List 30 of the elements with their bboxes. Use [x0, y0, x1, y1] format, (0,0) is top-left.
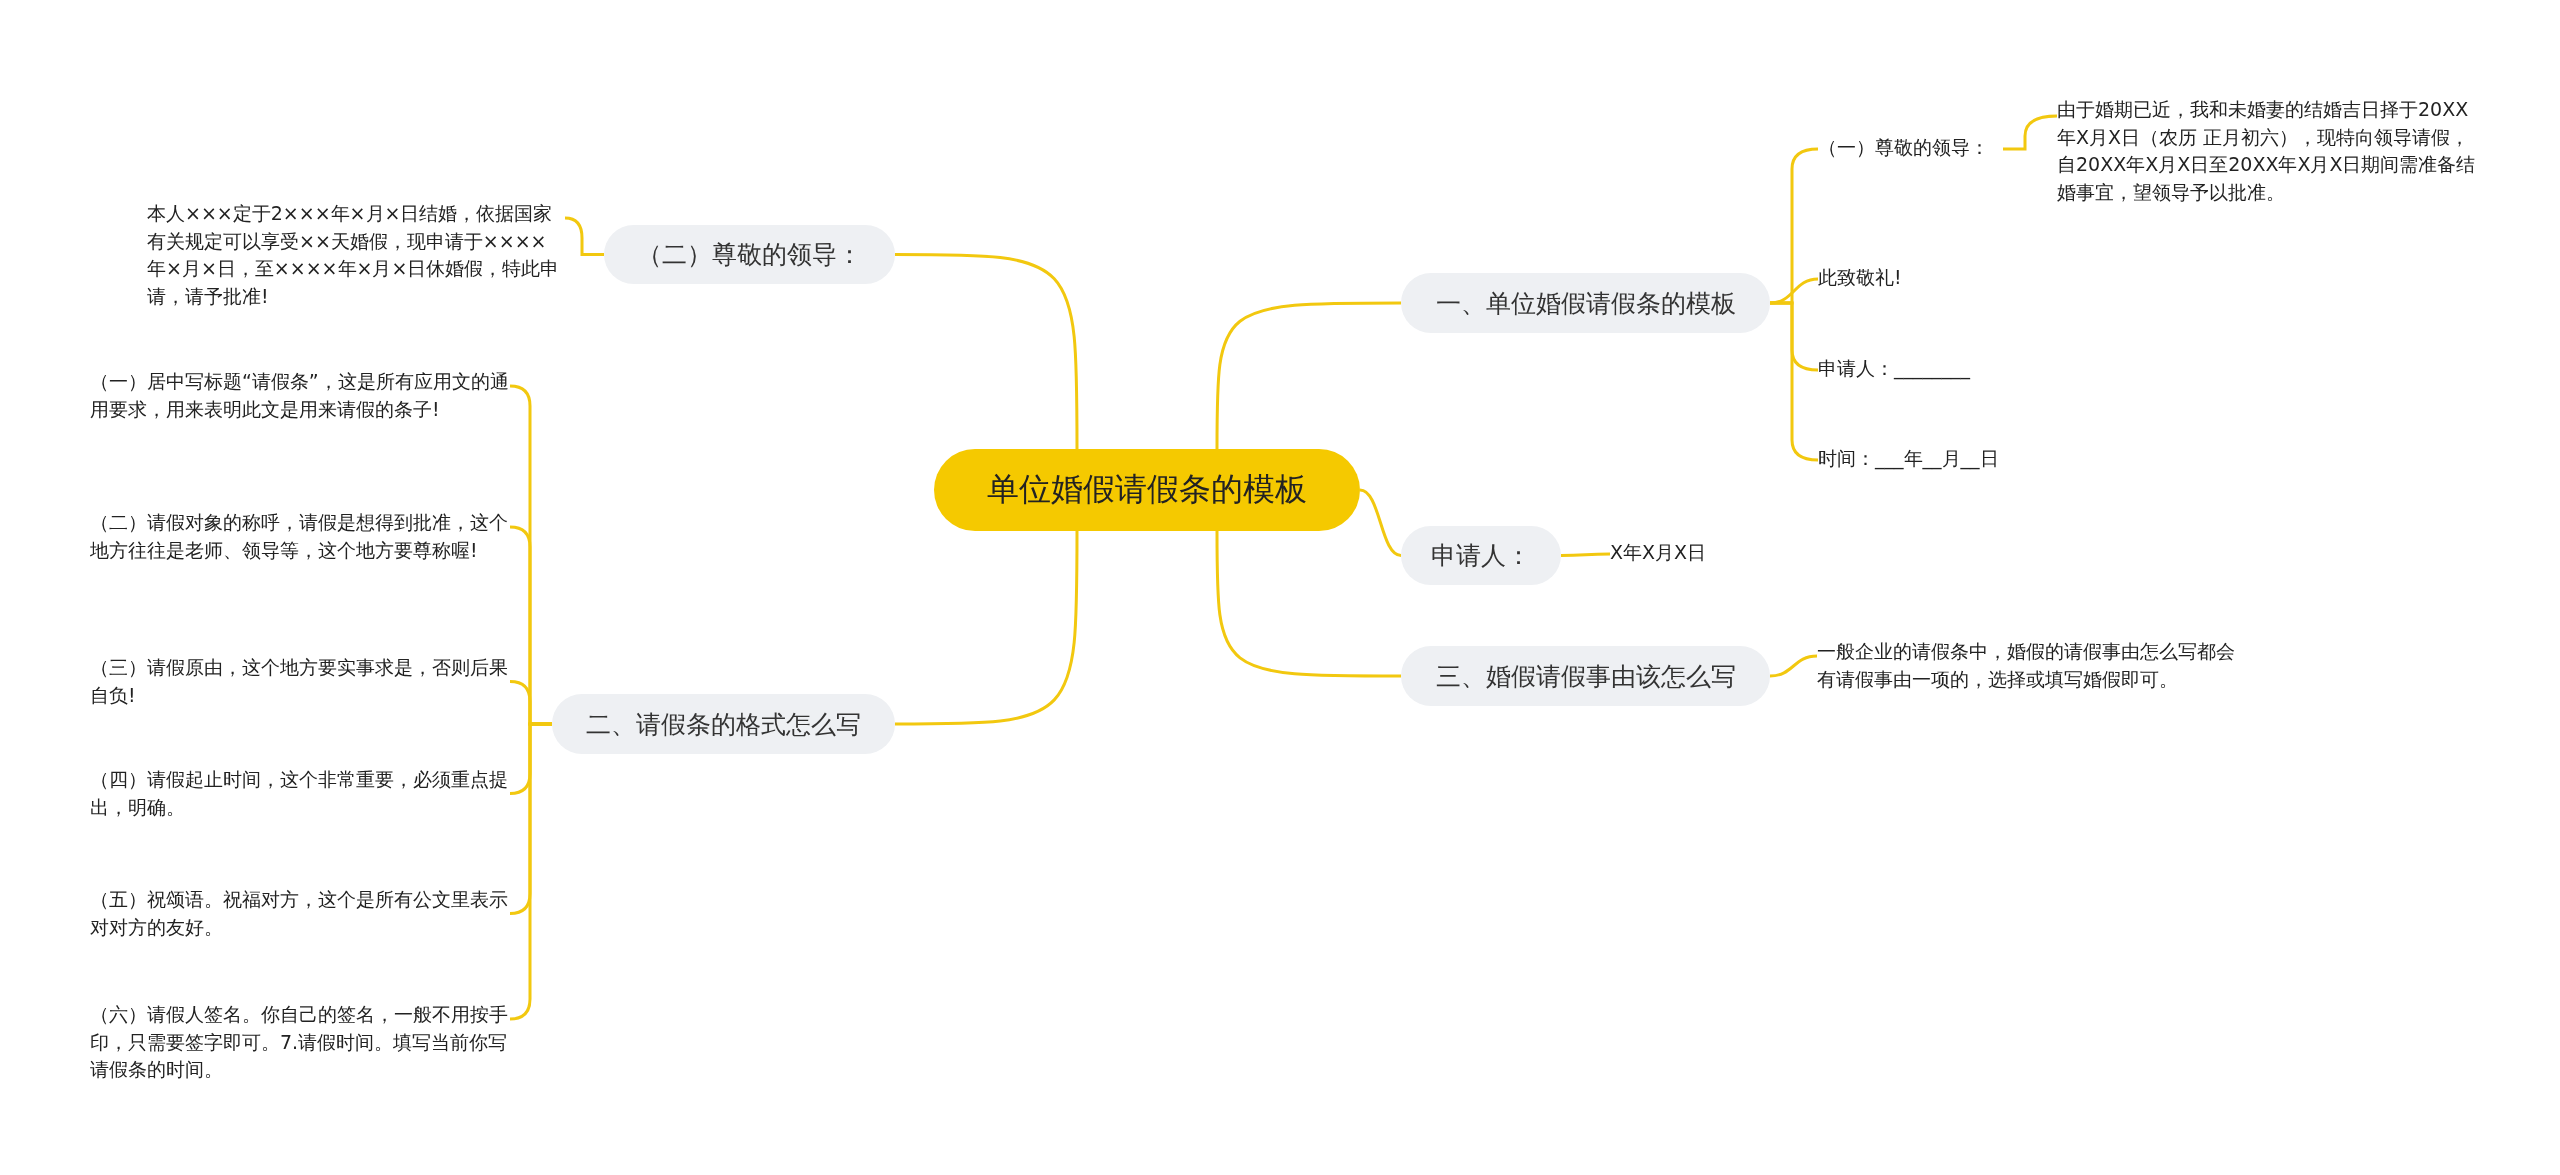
leaf-text: （五）祝颂语。祝福对方，这个是所有公文里表示对对方的友好。 [90, 887, 509, 940]
leaf-text: （三）请假原由，这个地方要实事求是，否则后果自负! [90, 655, 509, 708]
topic-label: 一、单位婚假请假条的模板 [1435, 287, 1736, 320]
topic-label: 二、请假条的格式怎么写 [586, 708, 861, 741]
leaf-text: 由于婚期已近，我和未婚妻的结婚吉日择于20XX年X月X日（农历 正月初六），现特向领导请假，自20XX年X月X日至20XX年X月X日期间需准备结婚事宜，望领导予以批准。 [2057, 97, 2477, 205]
leaf-text: （二）请假对象的称呼，请假是想得到批准，这个地方往往是老师、领导等，这个地方要尊称喔! [90, 510, 509, 563]
topic-label: 申请人： [1431, 540, 1531, 572]
connector-line [1215, 531, 1401, 678]
leaf-text: （六）请假人签名。你自己的签名，一般不用按手印，只需要签字即可。7.请假时间。填写当前你写请假条的时间。 [90, 1002, 509, 1083]
connector-line [2003, 114, 2058, 151]
leaf-text: 此致敬礼! [1818, 265, 1903, 290]
topic-label: 单位婚假请假条的模板 [987, 469, 1307, 510]
connector-line [1215, 301, 1401, 449]
leaf-text: X年X月X日 [1610, 540, 1708, 565]
leaf-text: 本人×××定于2×××年×月×日结婚，依据国家有关规定可以享受××天婚假，现申请于××××年×月×日，至××××年×月×日休婚假，特此申请，请予批准! [147, 201, 561, 309]
connector-line [1561, 552, 1610, 557]
connector-line [564, 216, 604, 256]
topic-label: 三、婚假请假事由该怎么写 [1435, 660, 1736, 693]
connector-line [1769, 277, 1819, 305]
leaf-text: （一）居中写标题“请假条”，这是所有应用文的通用要求，用来表明此文是用来请假的条子! [90, 369, 510, 422]
leaf-text: （一）尊敬的领导： [1818, 135, 1990, 160]
connector-line [1359, 488, 1402, 557]
leaf-text: 一般企业的请假条中，婚假的请假事由怎么写都会有请假事由一项的，选择或填写婚假即可。 [1817, 639, 2236, 692]
topic-label: （二）尊敬的领导： [637, 239, 862, 271]
leaf-text: （四）请假起止时间，这个非常重要，必须重点提出，明确。 [90, 767, 509, 820]
connector-line [1769, 654, 1818, 678]
connector-line [895, 531, 1079, 726]
leaf-text: 申请人：________ [1818, 356, 1972, 382]
leaf-text: 时间：___年__月__日 [1818, 446, 2000, 472]
connector-line [895, 253, 1079, 449]
